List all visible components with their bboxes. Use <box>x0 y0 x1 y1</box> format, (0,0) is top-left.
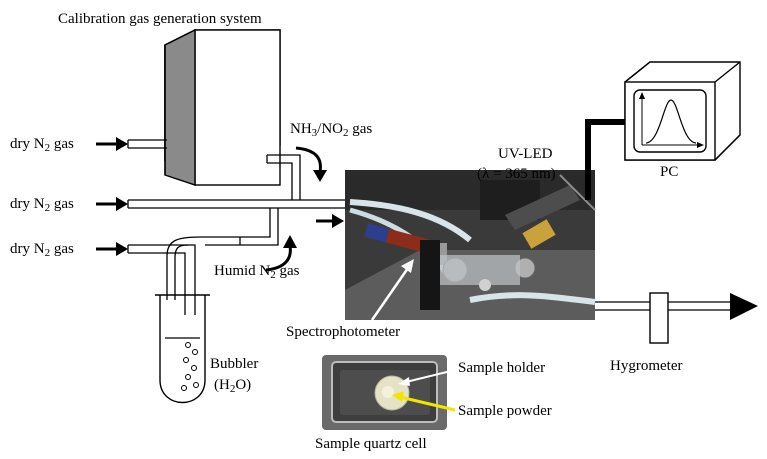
spectrophotometer-photo <box>345 170 596 320</box>
uvled-wavelength: (λ = 365 nm) <box>477 166 556 182</box>
dry-n2-label-2: dry N2 gas <box>10 196 74 214</box>
nh3-no2-label: NH3/NO2 gas <box>290 121 373 139</box>
bubbler <box>155 294 210 404</box>
box-front-face <box>194 29 281 186</box>
sample-cell-photo <box>322 355 447 430</box>
spectrum-curve <box>645 99 697 144</box>
sample-pointers <box>392 369 456 412</box>
dry-n2-label-1: dry N2 gas <box>10 136 74 154</box>
sample-holder-label: Sample holder <box>458 360 546 376</box>
calibration-box <box>164 28 281 186</box>
sample-cell-label: Sample quartz cell <box>315 436 427 452</box>
uvled-label: UV-LED <box>498 146 553 162</box>
humid-n2-label: Humid N2 gas <box>214 263 300 281</box>
hygrometer-label: Hygrometer <box>610 358 683 374</box>
system-title: Calibration gas generation system <box>58 11 262 27</box>
bubbles <box>181 342 199 391</box>
pc-label: PC <box>660 164 679 180</box>
dry-n2-label-3: dry N2 gas <box>10 241 74 259</box>
inlet-arrows <box>96 137 344 256</box>
uvled-cable <box>585 119 625 200</box>
spectrophotometer-pointer <box>370 259 414 321</box>
pipes <box>127 139 730 315</box>
spectrophotometer-label: Spectrophotometer <box>286 324 401 340</box>
hygrometer <box>649 292 758 344</box>
curved-arrows <box>265 146 327 272</box>
pc-monitor <box>624 61 741 161</box>
bubbler-label: Bubbler <box>210 356 259 372</box>
h2o-label: (H2O) <box>214 377 252 395</box>
sample-powder-label: Sample powder <box>458 403 552 419</box>
